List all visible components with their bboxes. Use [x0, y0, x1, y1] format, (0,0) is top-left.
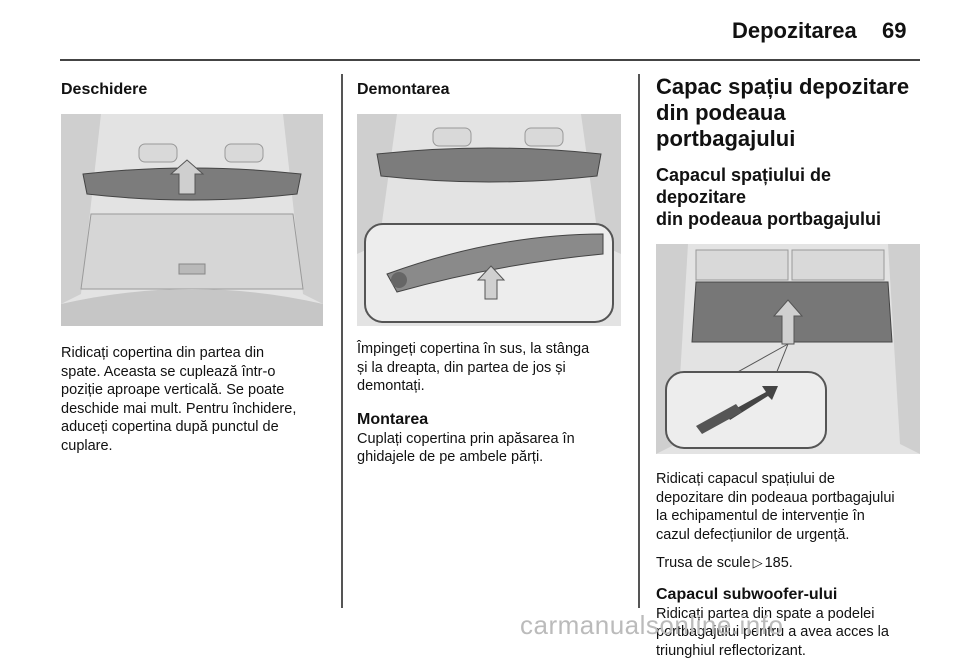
- text-line: spate. Aceasta se cuplează într-o: [61, 363, 327, 382]
- figure-cargo-cover-open: [61, 114, 323, 326]
- column-capac-spatiu: Capac spațiu depozitare din podeaua port…: [656, 74, 924, 660]
- text-line: cazul defecțiunilor de urgență.: [656, 526, 924, 545]
- title-line: Capac spațiu depozitare: [656, 74, 924, 100]
- text-line: ghidajele de pe ambele părți.: [357, 448, 623, 467]
- title-line: din podeaua portbagajului: [656, 100, 924, 152]
- text-line: Ridicați capacul spațiului de: [656, 470, 924, 489]
- page-number: 69: [882, 18, 906, 44]
- text-line: depozitare din podeaua portbagajului: [656, 489, 924, 508]
- text-line: și la dreapta, din partea de jos și: [357, 359, 623, 378]
- text-line: poziție aproape verticală. Se poate: [61, 381, 327, 400]
- text-line: demontați.: [357, 377, 623, 396]
- page-reference-icon: ▷: [753, 554, 763, 573]
- section-heading-deschidere: Deschidere: [61, 80, 327, 100]
- paragraph-deschidere: Ridicați copertina din partea din spate.…: [61, 344, 327, 455]
- text-line: triunghiul reflectorizant.: [656, 642, 924, 660]
- section-title: Capac spațiu depozitare din podeaua port…: [656, 74, 924, 152]
- text-line: Cuplați copertina prin apăsarea în: [357, 430, 623, 449]
- column-divider-2: [638, 74, 640, 608]
- text-line: aduceți copertina după punctul de: [61, 418, 327, 437]
- paragraph-capac-spatiu: Ridicați capacul spațiului de depozitare…: [656, 470, 924, 544]
- text-line: Ridicați copertina din partea din: [61, 344, 327, 363]
- section-heading-demontarea: Demontarea: [357, 80, 623, 100]
- text-line: la echipamentul de intervenție în: [656, 507, 924, 526]
- section-subtitle: Capacul spațiului de depozitare din pode…: [656, 164, 924, 230]
- paragraph-demontarea: Împingeți copertina în sus, la stânga și…: [357, 340, 623, 396]
- figure-cargo-cover-removal: [357, 114, 621, 326]
- column-deschidere: Deschidere Ridicați copertina din partea…: [61, 74, 327, 455]
- paragraph-montarea: Cuplați copertina prin apăsarea în ghida…: [357, 430, 623, 467]
- column-demontarea: Demontarea Împingeți copertina în sus, l…: [357, 74, 623, 467]
- watermark: carmanualsonline.info: [520, 610, 783, 641]
- figure-floor-storage-cover: [656, 244, 920, 454]
- section-heading-montarea: Montarea: [357, 410, 623, 430]
- reference-page: 185.: [765, 555, 793, 571]
- subtitle-line: Capacul spațiului de depozitare: [656, 164, 924, 208]
- page-header-title: Depozitarea: [732, 18, 857, 44]
- text-line: Împingeți copertina în sus, la stânga: [357, 340, 623, 359]
- text-line: deschide mai mult. Pentru închidere,: [61, 400, 327, 419]
- header-rule: [60, 59, 920, 61]
- text-line: cuplare.: [61, 437, 327, 456]
- reference-text: Trusa de scule: [656, 555, 751, 571]
- column-divider-1: [341, 74, 343, 608]
- section-heading-subwoofer: Capacul subwoofer-ului: [656, 585, 924, 605]
- cross-reference[interactable]: Trusa de scule▷185.: [656, 554, 924, 573]
- subtitle-line: din podeaua portbagajului: [656, 208, 924, 230]
